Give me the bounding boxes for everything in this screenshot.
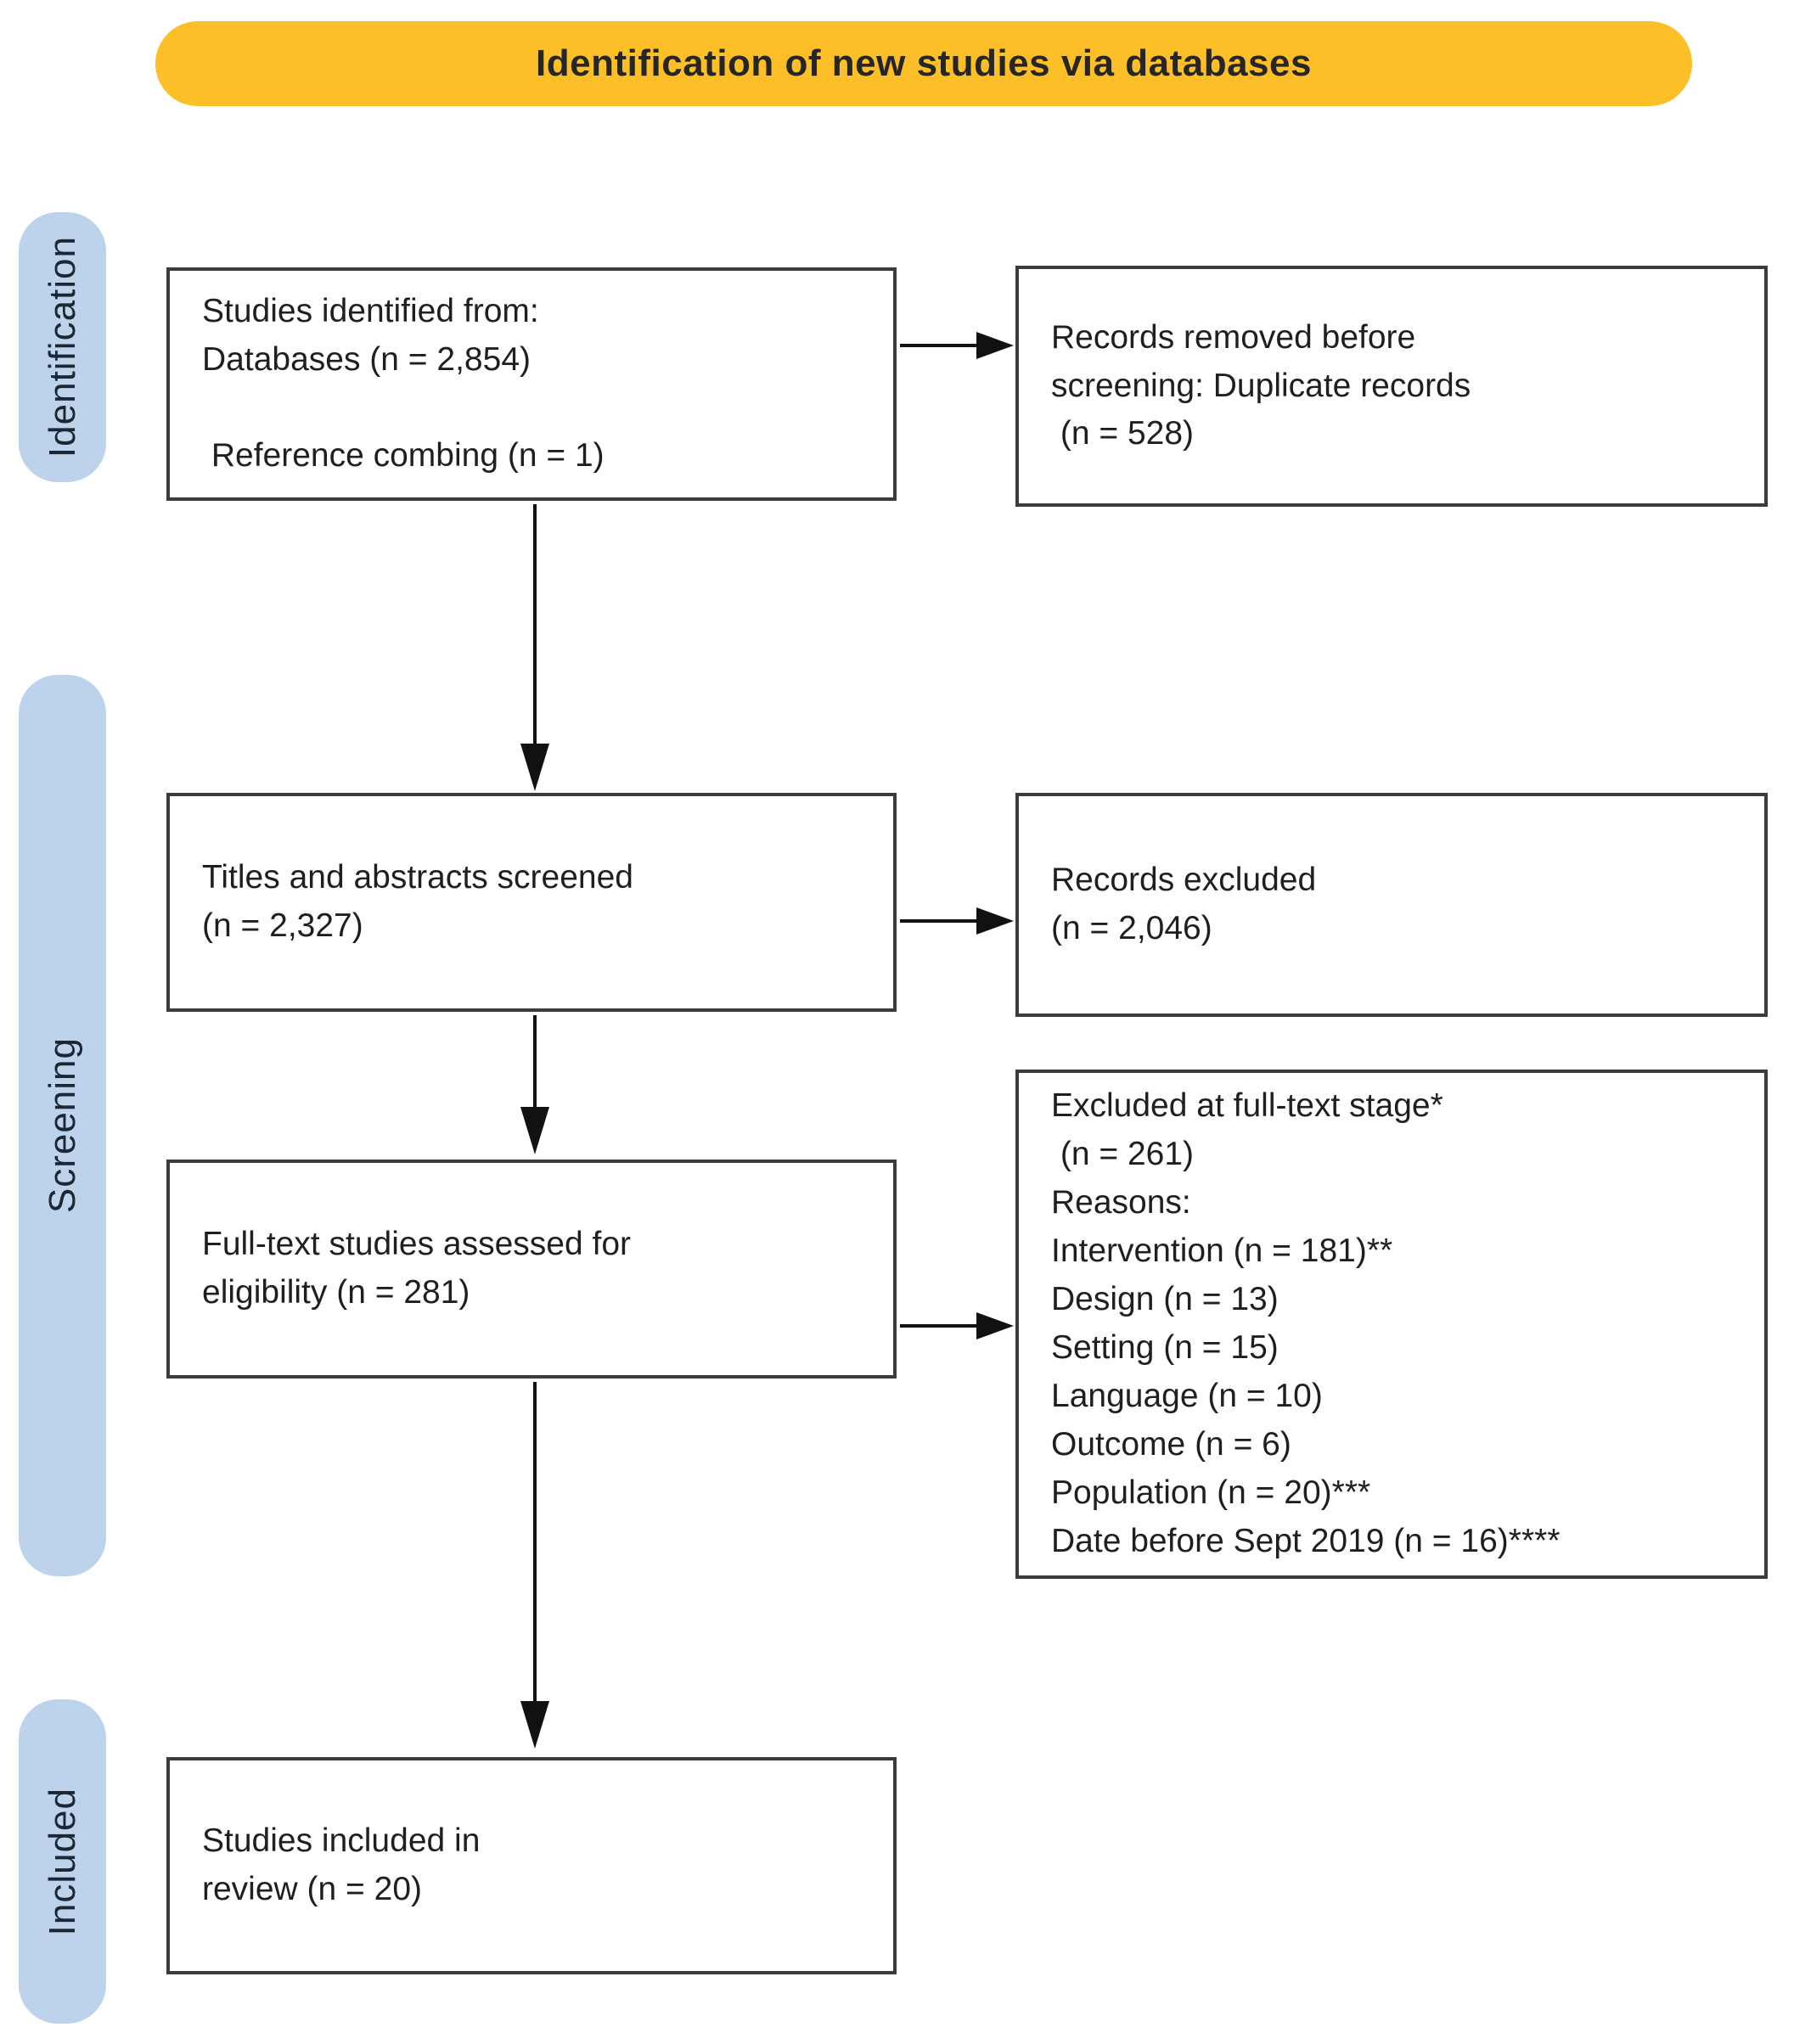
header-banner: Identification of new studies via databa… [155, 21, 1692, 106]
arrow-screened-to-excluded [900, 907, 1014, 935]
box-studies-identified-text: Studies identified from: Databases (n = … [202, 292, 605, 474]
arrow-fulltext-to-included [520, 1382, 549, 1749]
box-records-removed-text: Records removed before screening: Duplic… [1051, 318, 1471, 452]
arrowhead-icon [520, 1107, 549, 1154]
arrow-identified-to-removed [900, 332, 1014, 359]
box-studies-included-text: Studies included in review (n = 20) [202, 1822, 481, 1907]
arrowhead-icon [520, 744, 549, 791]
box-studies-included: Studies included in review (n = 20) [166, 1757, 897, 1974]
box-records-excluded-text: Records excluded (n = 2,046) [1051, 862, 1317, 946]
stage-pill-screening: Screening [19, 675, 106, 1576]
box-fulltext-excluded-text: Excluded at full-text stage* (n = 261) R… [1051, 1087, 1561, 1559]
arrow-identified-to-screened [520, 504, 549, 791]
arrowhead-icon [976, 1312, 1014, 1339]
box-fulltext-excluded: Excluded at full-text stage* (n = 261) R… [1015, 1070, 1768, 1579]
stage-label-included: Included [41, 1787, 83, 1936]
box-titles-screened-text: Titles and abstracts screened (n = 2,327… [202, 859, 633, 944]
stage-label-screening: Screening [41, 1037, 83, 1214]
arrowhead-icon [976, 907, 1014, 935]
header-banner-title: Identification of new studies via databa… [536, 42, 1312, 84]
stage-pill-identification: Identification [19, 212, 106, 482]
arrow-fulltext-to-excluded [900, 1312, 1014, 1339]
arrowhead-icon [520, 1701, 549, 1749]
box-titles-screened: Titles and abstracts screened (n = 2,327… [166, 793, 897, 1012]
stage-pill-included: Included [19, 1699, 106, 2024]
stage-label-identification: Identification [41, 236, 83, 458]
box-fulltext-assessed: Full-text studies assessed for eligibili… [166, 1160, 897, 1379]
arrow-screened-to-fulltext [520, 1015, 549, 1154]
box-studies-identified: Studies identified from: Databases (n = … [166, 267, 897, 501]
box-records-excluded: Records excluded (n = 2,046) [1015, 793, 1768, 1017]
box-records-removed: Records removed before screening: Duplic… [1015, 266, 1768, 507]
arrowhead-icon [976, 332, 1014, 359]
box-fulltext-assessed-text: Full-text studies assessed for eligibili… [202, 1226, 632, 1311]
